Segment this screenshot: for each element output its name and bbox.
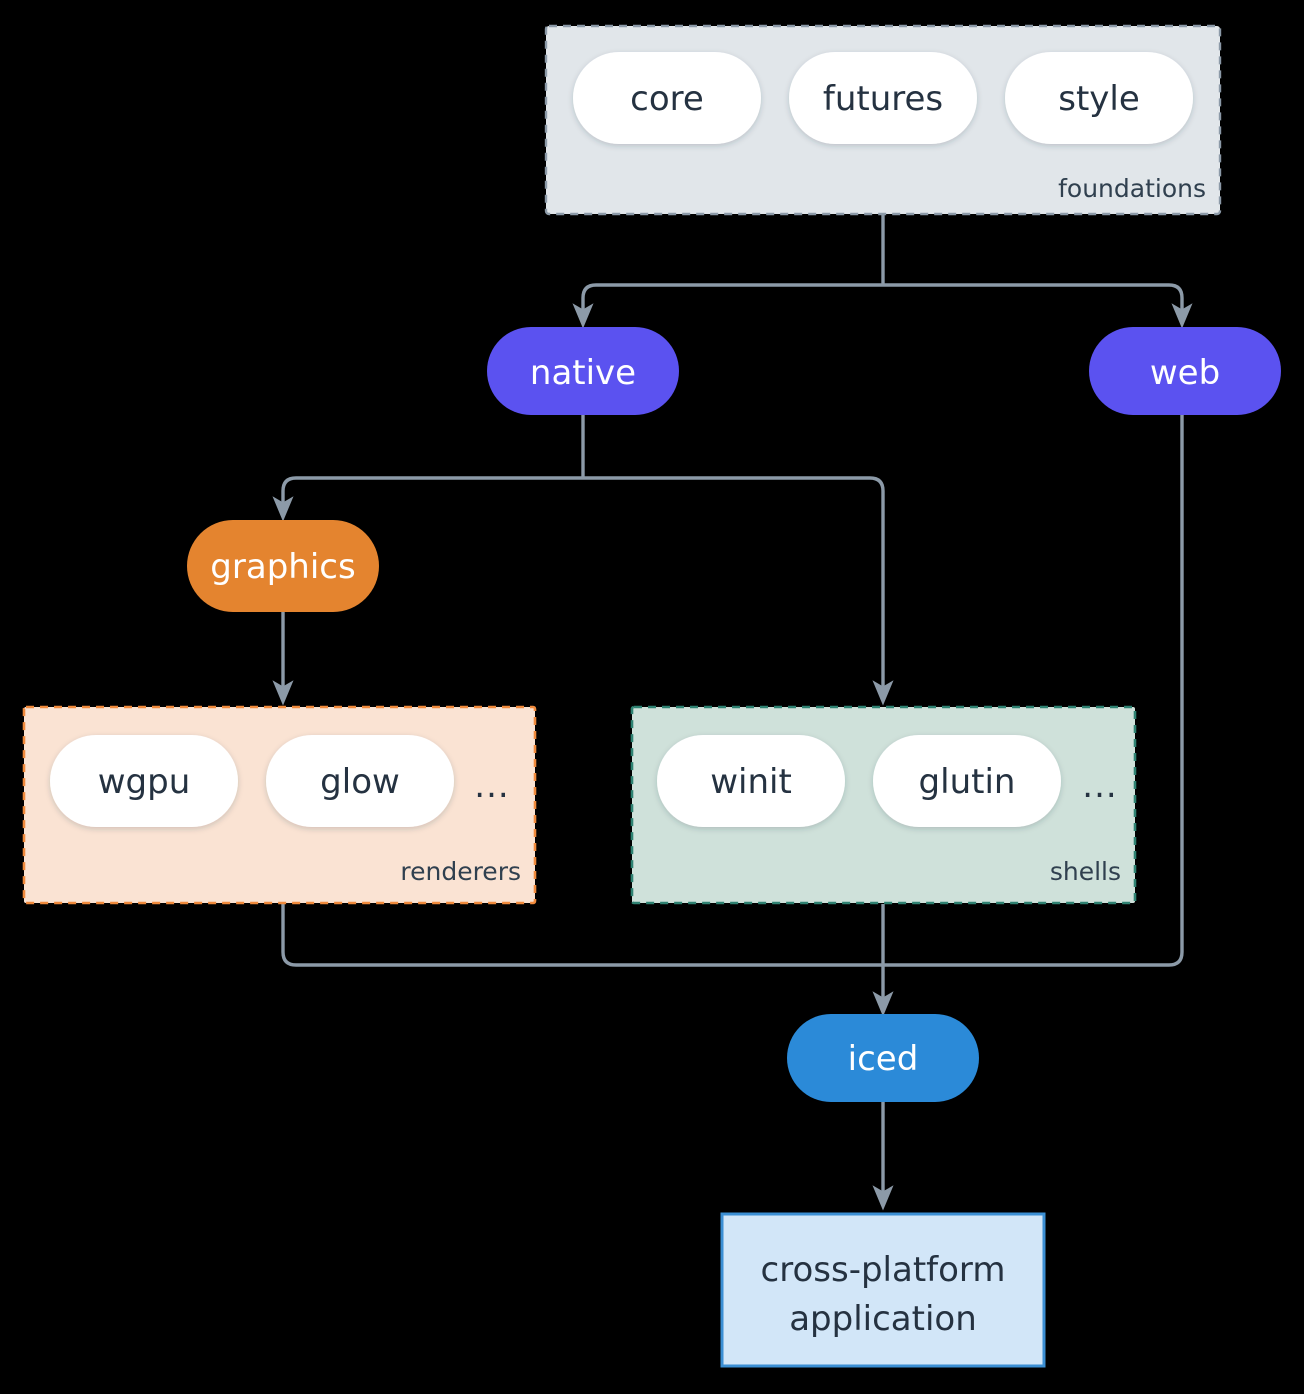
node-cross-platform-application[interactable]: cross-platform application [720,1212,1046,1368]
node-glutin[interactable]: glutin [873,735,1061,827]
node-native-label: native [530,353,636,393]
node-iced-label: iced [848,1039,919,1079]
node-iced-pill[interactable] [787,1014,979,1102]
group-renderers-label: renderers [400,857,521,886]
node-style-label: style [1058,79,1140,119]
node-native[interactable]: native [487,327,679,415]
node-graphics[interactable]: graphics [187,520,379,612]
node-winit-pill[interactable] [657,735,845,827]
group-foundations: core futures style foundations [544,24,1222,216]
edge-layer [272,214,1193,1211]
node-wgpu-pill[interactable] [50,735,238,827]
node-futures-pill[interactable] [789,52,977,144]
node-winit-label: winit [710,762,792,802]
node-web[interactable]: web [1089,327,1281,415]
node-wgpu[interactable]: wgpu [50,735,238,827]
node-app-label-line1: cross-platform [761,1250,1006,1290]
node-wgpu-label: wgpu [98,762,191,802]
group-shells: winit glutin ... shells [630,705,1137,905]
node-futures-label: futures [823,79,943,119]
node-glow-label: glow [320,762,400,802]
edge-native-to-shells [583,476,894,706]
shells-ellipsis: ... [1082,766,1117,806]
edge-native-to-graphics [272,476,583,522]
node-core[interactable]: core [573,52,761,144]
node-glutin-label: glutin [919,762,1016,802]
edge-web-to-iced [883,414,1184,967]
node-core-label: core [630,79,704,119]
node-core-pill[interactable] [573,52,761,144]
node-graphics-pill[interactable] [187,520,379,612]
node-native-pill[interactable] [487,327,679,415]
node-web-label: web [1150,353,1220,393]
group-renderers: wgpu glow ... renderers [22,705,537,905]
node-style[interactable]: style [1005,52,1193,144]
edge-foundations-to-web [883,283,1193,329]
node-web-pill[interactable] [1089,327,1281,415]
node-futures[interactable]: futures [789,52,977,144]
node-app-label-line2: application [789,1299,977,1339]
node-graphics-label: graphics [210,547,355,587]
node-glow-pill[interactable] [266,735,454,827]
node-glutin-pill[interactable] [873,735,1061,827]
node-iced[interactable]: iced [787,1014,979,1102]
edge-renderers-to-iced [281,904,883,967]
group-shells-label: shells [1050,857,1121,886]
group-foundations-label: foundations [1058,174,1206,203]
edge-foundations-to-native [572,283,883,329]
node-app-box[interactable] [720,1212,1046,1368]
renderers-ellipsis: ... [474,766,509,806]
node-glow[interactable]: glow [266,735,454,827]
node-style-pill[interactable] [1005,52,1193,144]
node-winit[interactable]: winit [657,735,845,827]
